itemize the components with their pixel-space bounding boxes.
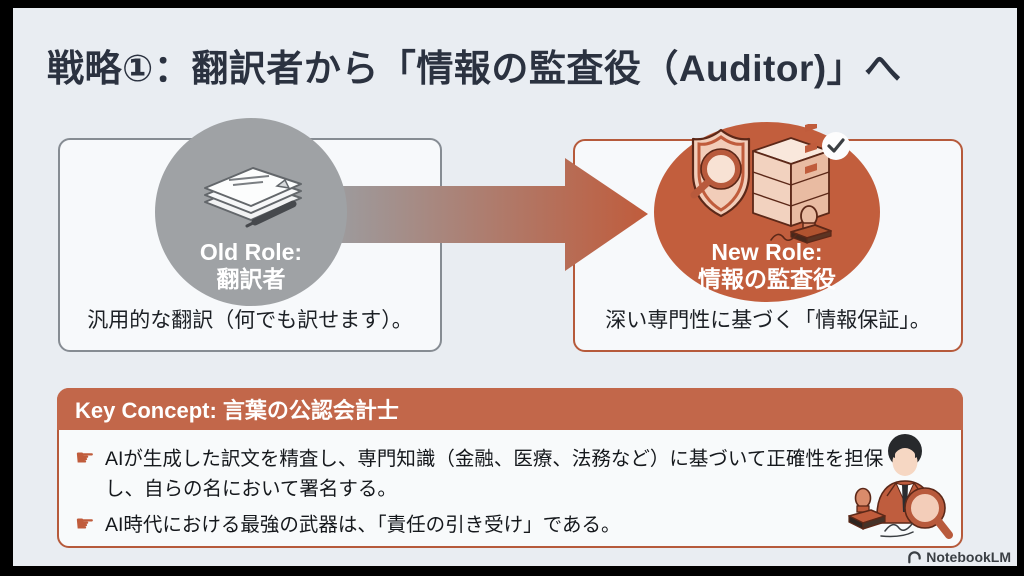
key-concept-body: ☛ AIが生成した訳文を精査し、専門知識（金融、医療、法務など）に基づいて正確性… [59,430,961,546]
old-role-label-en: Old Role: [199,238,303,265]
transition-arrow [313,156,653,273]
brand-watermark: NotebookLM [907,548,1011,566]
slide-title: 戦略①：翻訳者から「情報の監査役（Auditor)」へ [47,48,902,89]
new-role-label-en: New Role: [711,238,823,265]
old-role-circle: Old Role: 翻訳者 [155,118,347,306]
pointing-finger-icon: ☛ [75,446,95,471]
bullet-text: AIが生成した訳文を精査し、専門知識（金融、医療、法務など）に基づいて正確性を担… [105,448,884,501]
audit-illustration-icon [679,121,855,251]
key-concept-box: Key Concept: 言葉の公認会計士 ☛ AIが生成した訳文を精査し、専門… [57,388,963,548]
notebooklm-logo-icon [908,550,922,563]
bullet-text: AI時代における最強の武器は、「責任の引き受け」である。 [105,514,621,537]
arrow-icon [313,158,648,271]
old-role-label-ja: 翻訳者 [216,266,286,293]
bullet-item: ☛ AI時代における最強の武器は、「責任の引き受け」である。 [75,510,951,540]
slide-canvas: 戦略①：翻訳者から「情報の監査役（Auditor)」へ 汎用的な翻訳（何でも訳せ… [13,8,1017,566]
new-role-caption: 深い専門性に基づく「情報保証」。 [605,309,931,332]
old-role-caption: 汎用的な翻訳（何でも訳せます）。 [87,309,413,332]
key-concept-header: Key Concept: 言葉の公認会計士 [57,388,963,430]
bullet-item: ☛ AIが生成した訳文を精査し、専門知識（金融、医療、法務など）に基づいて正確性… [75,444,951,504]
auditor-person-icon [841,426,953,544]
new-role-circle: New Role: 情報の監査役 [654,121,880,302]
pointing-finger-icon: ☛ [75,512,95,538]
key-concept-header-label: Key Concept: 言葉の公認会計士 [75,398,399,423]
brand-name: NotebookLM [926,549,1011,565]
new-role-label-ja: 情報の監査役 [698,266,836,293]
document-stack-icon [185,130,317,235]
